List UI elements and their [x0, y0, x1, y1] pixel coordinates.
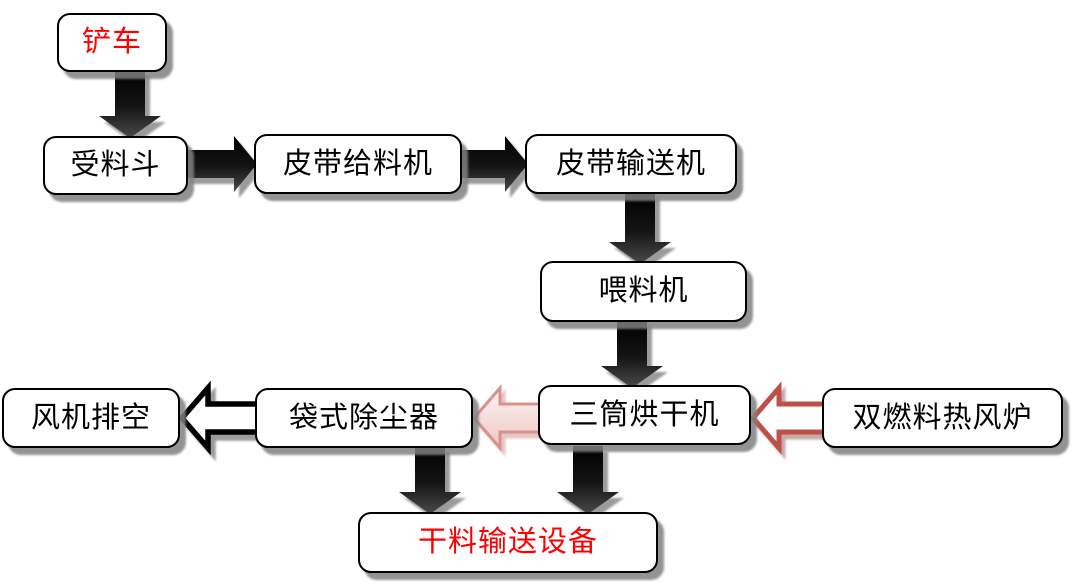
arrow-belt-conveyor-to-feeder — [609, 192, 671, 264]
node-bag-filter: 袋式除尘器 — [255, 388, 473, 448]
node-fan-exhaust: 风机排空 — [2, 388, 180, 448]
node-belt-feeder-label: 皮带给料机 — [282, 147, 433, 180]
node-dual-fuel-furnace-label: 双燃料热风炉 — [852, 401, 1033, 434]
node-receiving-hopper-label: 受料斗 — [70, 149, 161, 181]
arrow-hopper-to-belt-feeder — [185, 136, 257, 192]
arrow-bag-filter-to-dry-conveyor — [399, 446, 461, 514]
node-dry-material-conveyor: 干料输送设备 — [358, 512, 658, 573]
node-dual-fuel-furnace: 双燃料热风炉 — [822, 388, 1063, 448]
node-triple-drum-dryer-label: 三筒烘干机 — [569, 398, 720, 431]
node-bag-filter-label: 袋式除尘器 — [288, 401, 439, 434]
node-belt-conveyor: 皮带输送机 — [525, 134, 737, 194]
node-fan-exhaust-label: 风机排空 — [30, 401, 151, 434]
arrow-belt-feeder-to-belt-conveyor — [460, 136, 528, 192]
node-belt-conveyor-label: 皮带输送机 — [555, 147, 706, 180]
arrow-loader-to-hopper — [99, 70, 161, 138]
node-feeder: 喂料机 — [540, 261, 747, 322]
arrow-furnace-to-dryer — [749, 381, 828, 455]
node-loader: 铲车 — [57, 13, 167, 72]
node-feeder-label: 喂料机 — [598, 275, 689, 307]
node-receiving-hopper: 受料斗 — [43, 136, 188, 195]
node-belt-feeder: 皮带给料机 — [254, 134, 462, 194]
arrow-dryer-to-bag-filter — [472, 383, 543, 453]
arrow-feeder-to-dryer — [601, 320, 663, 388]
node-loader-label: 铲车 — [81, 26, 142, 58]
node-triple-drum-dryer: 三筒烘干机 — [538, 385, 751, 445]
arrow-bag-filter-to-fan-exhaust — [178, 380, 261, 456]
node-dry-material-conveyor-label: 干料输送设备 — [417, 526, 598, 558]
arrow-dryer-to-dry-conveyor — [557, 446, 619, 514]
